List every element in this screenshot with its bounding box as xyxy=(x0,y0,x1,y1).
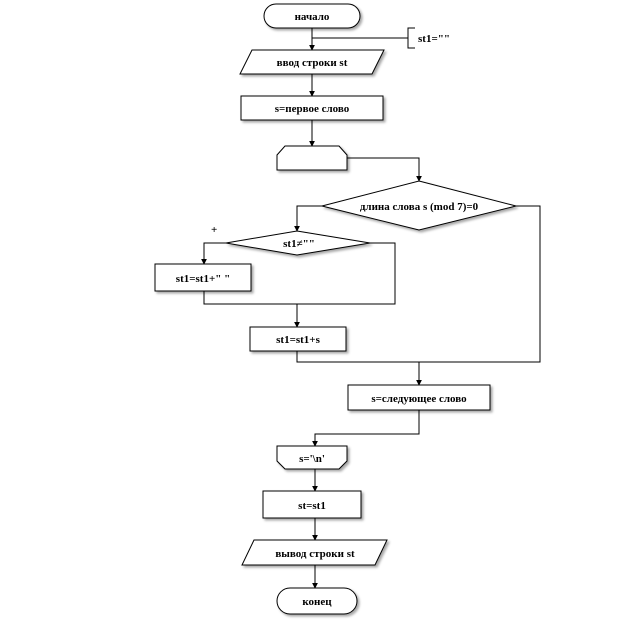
node-end-label: конец xyxy=(302,596,332,608)
node-start-label: начало xyxy=(295,11,330,23)
process-shape xyxy=(262,490,362,519)
process-shape xyxy=(249,326,347,352)
node-output: вывод строки st xyxy=(241,539,388,566)
node-end: конец xyxy=(276,587,358,615)
node-condition-nonempty: st1≠"" xyxy=(225,230,371,256)
edge-condition-nonempty xyxy=(294,205,322,232)
edges xyxy=(201,27,541,589)
node-assign: st=st1 xyxy=(262,490,362,519)
process-shape xyxy=(154,263,252,292)
parallelogram-shape xyxy=(239,49,385,75)
parallelogram-shape xyxy=(241,539,388,566)
node-first-word: s=первое слово xyxy=(240,95,384,121)
edge-nonempty-plus xyxy=(201,242,226,265)
node-condition-length: длина слова s (mod 7)=0 xyxy=(321,180,517,231)
node-loop-end: s='\n' xyxy=(276,445,348,470)
edge-appendword-merge xyxy=(296,351,419,363)
edge-nextword-loopend xyxy=(312,410,420,447)
terminator-shape xyxy=(263,3,361,29)
edge-appendspace-merge xyxy=(203,291,297,305)
node-append-word: st1=st1+s xyxy=(249,326,347,352)
node-condition-nonempty-label: st1≠"" xyxy=(283,238,315,250)
node-output-label: вывод строки st xyxy=(275,548,355,560)
decision-shape xyxy=(225,230,371,256)
edge-nonempty-minus xyxy=(297,242,396,305)
terminator-shape xyxy=(276,587,358,615)
node-comment: st1="" xyxy=(418,33,450,45)
node-loop-start xyxy=(276,145,348,171)
edge-condition-skip xyxy=(419,205,541,363)
edge-comment-bracket xyxy=(312,27,415,49)
branch-plus-label: + xyxy=(211,224,217,236)
node-loop-end-label: s='\n' xyxy=(299,453,325,465)
node-input: ввод строки st xyxy=(239,49,385,75)
loop-start-shape xyxy=(276,145,348,171)
node-next-word-label: s=следующее слово xyxy=(371,393,467,405)
process-shape xyxy=(347,384,491,411)
node-start: начало xyxy=(263,3,361,29)
node-condition-length-label: длина слова s (mod 7)=0 xyxy=(360,201,479,213)
decision-shape xyxy=(321,180,517,231)
node-assign-label: st=st1 xyxy=(298,500,326,512)
node-append-word-label: st1=st1+s xyxy=(276,334,320,346)
loop-end-shape xyxy=(276,445,348,470)
process-shape xyxy=(240,95,384,121)
node-append-space: st1=st1+" " xyxy=(154,263,252,292)
node-first-word-label: s=первое слово xyxy=(275,103,350,115)
node-input-label: ввод строки st xyxy=(277,57,348,69)
node-next-word: s=следующее слово xyxy=(347,384,491,411)
node-comment-label: st1="" xyxy=(418,33,450,45)
edge-loop-condition xyxy=(347,157,422,182)
node-append-space-label: st1=st1+" " xyxy=(176,273,230,285)
